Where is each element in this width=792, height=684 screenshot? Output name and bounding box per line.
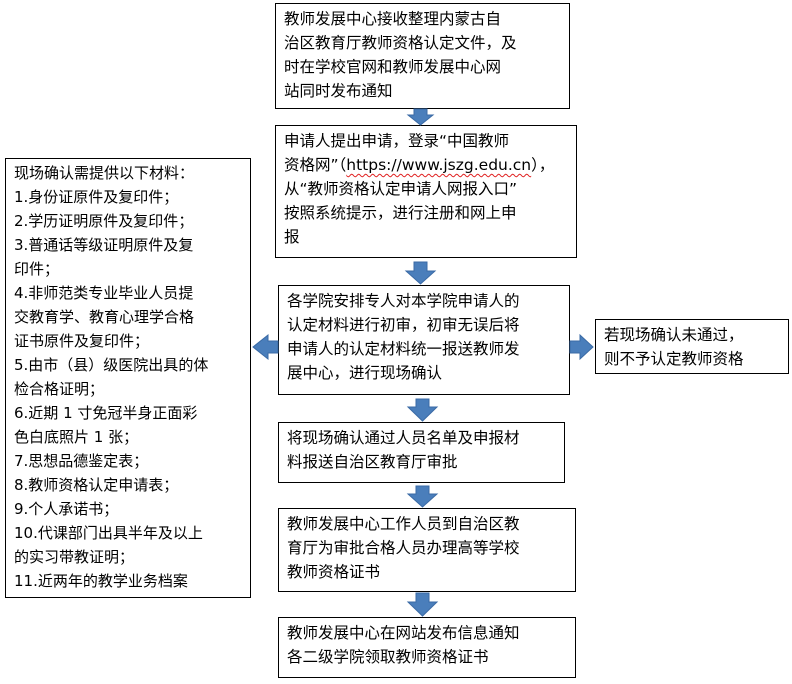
step-4-box: 将现场确认通过人员名单及申报材 料报送自治区教育厅审批 [278,422,565,483]
step-3-box: 各学院安排专人对本学院申请人的 认定材料进行初审，初审无误后将 申请人的认定材料… [278,285,570,395]
step-2-line-3: 从“教师资格认定申请人网报入口” [284,180,518,198]
step-2-line-2-text: 资格网”（https://www.jszg.edu.cn）， [284,156,555,174]
materials-item-5b: 检合格证明； [14,380,105,398]
step-5-box: 教师发展中心工作人员到自治区教 育厅为审批合格人员办理高等学校 教师资格证书 [278,508,576,592]
step-3-line-4: 展中心，进行现场确认 [287,364,443,382]
step-1-line-3: 时在学校官网和教师发展中心网 [284,58,502,76]
step-2-line-4: 按照系统提示，进行注册和网上申 [284,204,517,222]
step-2-url: https://www.jszg.edu.cn [346,156,532,174]
materials-item-5a: 5.由市（县）级医院出具的体 [14,356,209,374]
materials-item-9: 9.个人承诺书； [14,500,119,518]
side-note-line-2: 则不予认定教师资格 [604,350,744,368]
materials-item-3b: 印件； [14,260,60,278]
step-2-line-2: 资格网”（https://www.jszg.edu.cn）， [284,153,570,177]
step-1-line-4: 站同时发布通知 [284,82,393,100]
step-4-line-2: 料报送自治区教育厅审批 [287,453,458,471]
materials-item-7: 7.思想品德鉴定表； [14,452,149,470]
materials-item-6a: 6.近期 1 寸免冠半身正面彩 [14,404,198,422]
step-3-line-3: 申请人的认定材料统一报送教师发 [287,340,520,358]
step-3-line-2: 认定材料进行初审，初审无误后将 [287,316,520,334]
side-note-box: 若现场确认未通过， 则不予认定教师资格 [595,319,789,374]
step-5-line-3: 教师资格证书 [287,563,381,581]
materials-box: 现场确认需提供以下材料： 1.身份证原件及复印件； 2.学历证明原件及复印件； … [5,158,251,598]
step-6-line-2: 各二级学院领取教师资格证书 [287,648,489,666]
step-1-line-1: 教师发展中心接收整理内蒙古自 [284,10,502,28]
materials-item-3a: 3.普通话等级证明原件及复 [14,236,194,254]
step-3-line-1: 各学院安排专人对本学院申请人的 [287,292,520,310]
materials-item-1: 1.身份证原件及复印件； [14,188,179,206]
arrow-down-1-icon [406,108,435,126]
step-6-line-1: 教师发展中心在网站发布信息通知 [287,624,520,642]
step-4-line-1: 将现场确认通过人员名单及申报材 [287,429,520,447]
materials-item-10a: 10.代课部门出具半年及以上 [14,524,203,542]
materials-item-8: 8.教师资格认定申请表； [14,476,179,494]
materials-heading: 现场确认需提供以下材料： [14,164,195,182]
materials-item-11: 11.近两年的教学业务档案 [14,572,188,590]
step-5-line-2: 育厅为审批合格人员办理高等学校 [287,539,520,557]
arrow-down-3-icon [406,398,439,422]
step-1-box: 教师发展中心接收整理内蒙古自 治区教育厅教师资格认定文件，及 时在学校官网和教师… [275,3,570,109]
step-2-box: 申请人提出申请，登录“中国教师 资格网”（https://www.jszg.ed… [275,125,577,258]
materials-item-4a: 4.非师范类专业毕业人员提 [14,284,194,302]
step-5-line-1: 教师发展中心工作人员到自治区教 [287,515,520,533]
materials-item-4c: 证书原件及复印件； [14,332,150,350]
side-note-line-1: 若现场确认未通过， [604,326,744,344]
step-1-line-2: 治区教育厅教师资格认定文件，及 [284,34,517,52]
step-2-line-1: 申请人提出申请，登录“中国教师 [284,132,510,150]
step-6-box: 教师发展中心在网站发布信息通知 各二级学院领取教师资格证书 [278,617,576,678]
materials-item-4b: 交教育学、教育心理学合格 [14,308,195,326]
step-2-line-5: 报 [284,228,300,246]
arrow-down-5-icon [406,592,439,617]
arrow-right-icon [569,333,594,361]
arrow-down-2-icon [404,261,437,285]
materials-item-6b: 色白底照片 1 张； [14,428,139,446]
arrow-down-4-icon [406,485,439,508]
materials-item-2: 2.学历证明原件及复印件； [14,212,194,230]
arrow-left-icon [252,333,279,361]
materials-item-10b: 的实习带教证明； [14,548,135,566]
